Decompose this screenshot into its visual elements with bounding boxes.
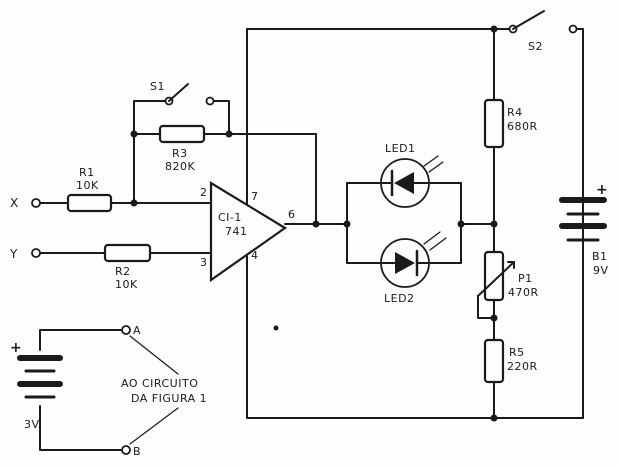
r5-label: R5 — [509, 346, 525, 359]
potentiometer-p1 — [483, 250, 505, 302]
p1-label: P1 — [518, 272, 533, 285]
p1-value: 470R — [508, 286, 539, 299]
pin-7-label: 7 — [251, 190, 259, 203]
r1-value: 10K — [76, 179, 99, 192]
opamp-ci1 — [209, 181, 288, 283]
note-pointer-lines — [129, 335, 179, 445]
p1-wiper-tip — [507, 261, 515, 269]
terminal-b-label: B — [133, 445, 141, 458]
led1-light-arrows — [423, 155, 444, 173]
terminal-a — [121, 325, 131, 335]
terminal-x-label: X — [10, 196, 19, 210]
b1-value: 9V — [593, 264, 609, 277]
led1-symbol — [394, 172, 414, 194]
led2-label: LED2 — [384, 292, 415, 305]
r1-label: R1 — [79, 166, 95, 179]
battery-3v — [17, 355, 63, 399]
r2-label: R2 — [115, 265, 131, 278]
r3-value: 820K — [165, 160, 195, 173]
p1-wiper-arrow — [477, 261, 515, 297]
s2-label: S2 — [528, 40, 543, 53]
terminal-y-label: Y — [9, 247, 18, 261]
terminal-a-label: A — [133, 324, 141, 337]
pin-6-label: 6 — [288, 208, 296, 221]
pin-2-label: 2 — [200, 186, 208, 199]
pin-3-label: 3 — [200, 256, 208, 269]
battery-3v-plus: + — [10, 340, 22, 356]
resistor-r1 — [66, 193, 113, 213]
feedback-wire — [228, 133, 317, 225]
led1-label: LED1 — [385, 142, 416, 155]
r3-label: R3 — [172, 147, 188, 160]
s1-label: S1 — [150, 80, 165, 93]
switch-s1 — [164, 83, 215, 106]
r3-network-wire — [133, 100, 230, 204]
switch-s2 — [508, 10, 578, 34]
opamp-part: 741 — [225, 225, 248, 238]
battery-b1 — [559, 28, 607, 419]
terminal-x — [31, 198, 41, 208]
resistor-r3 — [158, 124, 206, 144]
b1-plus-sign: + — [596, 182, 608, 198]
opamp-label: CI-1 — [218, 211, 242, 224]
r4-value: 680R — [507, 120, 538, 133]
aux-battery-wire — [39, 329, 124, 451]
note-line-1: AO CIRCUITO — [121, 377, 198, 390]
resistor-r2 — [103, 243, 152, 263]
r4-label: R4 — [507, 106, 523, 119]
r2-value: 10K — [115, 278, 138, 291]
resistor-r5 — [483, 338, 505, 384]
resistor-r4 — [483, 98, 505, 149]
terminal-b — [121, 445, 131, 455]
note-line-2: DA FIGURA 1 — [131, 392, 207, 405]
led-left-wire — [346, 182, 382, 264]
led2-symbol — [395, 252, 415, 274]
terminal-y — [31, 248, 41, 258]
r5-value: 220R — [507, 360, 538, 373]
p1-wiper-link — [477, 295, 495, 319]
b1-label: B1 — [592, 250, 608, 263]
battery-3v-value: 3V — [24, 418, 40, 431]
led2-light-arrows — [423, 231, 447, 251]
pin-4-label: 4 — [251, 249, 259, 262]
junction-dots — [130, 25, 498, 422]
